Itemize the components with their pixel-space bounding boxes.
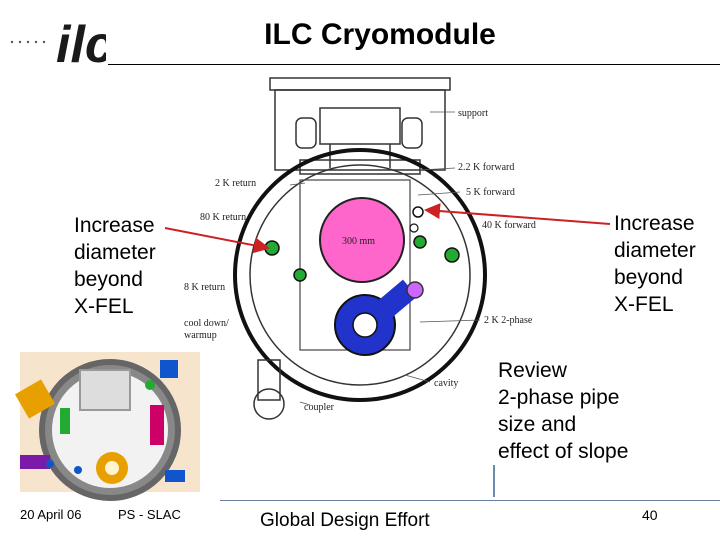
callout-right: Increase diameter beyond X-FEL	[614, 210, 696, 318]
pipe-40k-forward-right	[444, 247, 460, 263]
label-300mm: 300 mm	[342, 236, 375, 247]
label-coupler: coupler	[304, 402, 335, 413]
label-2k-2phase: 2 K 2-phase	[484, 315, 533, 326]
callout-review-line-1: Review	[498, 359, 567, 382]
logo-text: ilc	[56, 16, 106, 68]
label-cavity: cavity	[434, 378, 458, 389]
label-warmup: warmup	[184, 330, 217, 341]
callout-review: Review 2-phase pipe size and effect of s…	[498, 357, 628, 465]
footer-date: 20 April 06	[20, 507, 82, 522]
coupler	[253, 359, 285, 420]
label-cool-down: cool down/	[184, 318, 229, 329]
vacuum-vessel	[233, 148, 487, 402]
label-80k-return: 80 K return	[200, 212, 246, 223]
arrow-right	[424, 203, 611, 225]
callout-right-line-2: diameter	[614, 239, 696, 262]
callout-left-line-3: beyond	[74, 268, 143, 291]
callout-left-line-1: Increase	[74, 214, 155, 237]
callout-left-line-4: X-FEL	[74, 295, 134, 318]
callout-right-line-1: Increase	[614, 212, 695, 235]
arrow-left	[164, 227, 270, 254]
ilc-logo: ilc	[10, 16, 106, 68]
label-40k-forward: 40 K forward	[482, 220, 536, 231]
footer-author: PS - SLAC	[118, 507, 181, 522]
logo-dots	[10, 40, 46, 44]
thermal-shield-80k	[249, 164, 471, 386]
callout-review-line-2: 2-phase pipe	[498, 386, 620, 409]
label-22k-forward: 2.2 K forward	[458, 162, 514, 173]
pipe-40k-forward-left	[413, 235, 427, 249]
gas-return-pipe	[319, 197, 405, 283]
label-2k-return: 2 K return	[215, 178, 256, 189]
slide-title: ILC Cryomodule	[264, 18, 496, 51]
cryomodule-diagram: support 2.2 K forward 5 K forward 2 K re…	[0, 77, 611, 501]
callout-review-line-3: size and	[498, 413, 577, 436]
footer-divider	[220, 500, 720, 501]
label-support: support	[458, 108, 488, 119]
footer-title: Global Design Effort	[260, 510, 430, 531]
cryomodule-cutaway-image	[0, 345, 215, 501]
label-5k-forward: 5 K forward	[466, 187, 515, 198]
callout-left-line-2: diameter	[74, 241, 156, 264]
callout-left: Increase diameter beyond X-FEL	[74, 212, 156, 320]
pipe-8k-return	[293, 268, 307, 282]
callout-review-line-4: effect of slope	[498, 440, 629, 463]
title-divider	[108, 64, 720, 65]
callout-right-line-3: beyond	[614, 266, 683, 289]
page-number: 40	[642, 507, 658, 523]
label-8k-return: 8 K return	[184, 282, 225, 293]
support-structure	[269, 77, 451, 175]
callout-right-line-4: X-FEL	[614, 293, 674, 316]
